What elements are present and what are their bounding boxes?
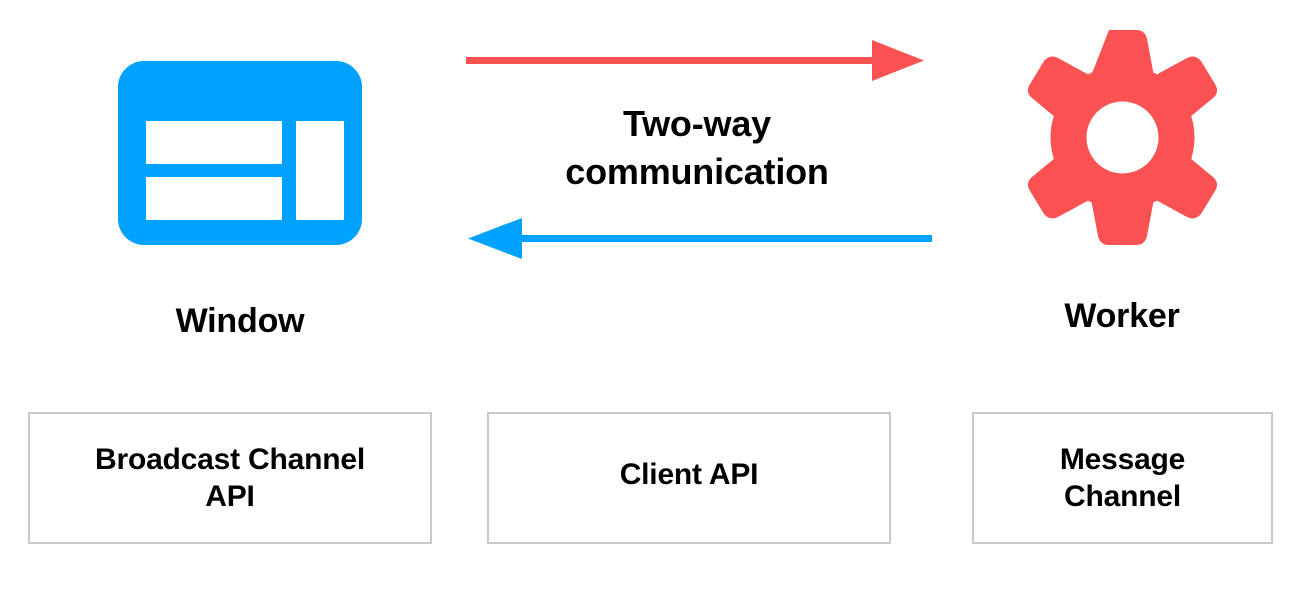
api-box-line-1: Message [1059,442,1186,476]
api-box-line-1: Client API [619,458,759,491]
caption-line-1: Two-way [623,103,771,144]
api-box-label: Client API [612,456,767,493]
caption-line-2: communication [565,151,829,193]
api-box-line-2: Channel [1064,480,1181,513]
api-box-client-api: Client API [487,412,891,544]
api-box-line-2: API [205,480,255,513]
arrow-window-to-worker [462,36,924,84]
gear-icon [1021,28,1224,247]
api-box-line-1: Broadcast Channel [95,442,365,476]
arrow-worker-to-window [462,214,932,262]
two-way-communication-caption: Two-way communication [472,100,922,196]
node-label-window: Window [175,302,305,340]
window-icon [118,61,362,245]
node-label-worker: Worker [1064,297,1180,335]
